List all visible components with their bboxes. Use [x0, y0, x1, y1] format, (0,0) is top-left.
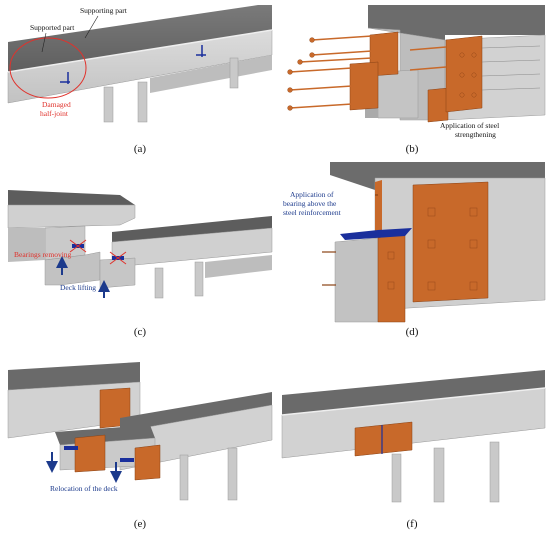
- damage-highlight: [9, 37, 87, 99]
- steel-label-2: strengthening: [455, 130, 496, 139]
- panel-d: Application of bearing above the steel r…: [283, 162, 546, 338]
- lifting-label: Deck lifting: [60, 283, 96, 292]
- panel-c: Bearings removing Deck lifting (c): [7, 190, 273, 338]
- panel-f: (f): [281, 370, 546, 530]
- block-b: [377, 69, 419, 119]
- panel-a: Supporting part Supported part Damaged h…: [7, 5, 273, 155]
- caption-d: (d): [406, 326, 419, 338]
- steel-plate-b3: [427, 87, 449, 123]
- bearings-label: Bearings removing: [14, 250, 72, 259]
- relocation-label: Relocation of the deck: [50, 484, 118, 493]
- bearing-label-2: bearing above the: [283, 199, 337, 208]
- supported-part-label: Supported part: [30, 23, 75, 32]
- bearing-plate-d: [340, 228, 412, 240]
- deck-top-c1: [8, 190, 135, 205]
- pier-a2: [137, 81, 148, 123]
- caption-b: (b): [406, 143, 419, 155]
- bearing-removed-marks: [69, 239, 127, 265]
- pier-a1: [103, 86, 114, 123]
- bearing-label-1: Application of: [290, 190, 334, 199]
- panel-b: Application of steel strengthening (b): [287, 5, 546, 155]
- damaged-label-2: half-joint: [40, 109, 69, 118]
- steel-label-1: Application of steel: [440, 121, 499, 130]
- steel-plate-f: [354, 421, 413, 457]
- anchor-bars-b: [289, 35, 447, 109]
- deck-top-b: [368, 5, 545, 40]
- panel-e: Relocation of the deck (e): [7, 362, 273, 530]
- caption-c: (c): [134, 326, 147, 338]
- caption-e: (e): [134, 518, 147, 530]
- damaged-label-1: Damaged: [42, 100, 71, 109]
- supporting-part-label: Supporting part: [80, 6, 128, 15]
- deck-top-c2: [112, 216, 272, 242]
- caption-a: (a): [134, 143, 147, 155]
- deck-top-a: [8, 5, 272, 72]
- pier-f2: [433, 447, 445, 503]
- steel-plate-b2: [349, 61, 379, 111]
- support-block-d: [334, 237, 379, 323]
- caption-f: (f): [407, 518, 418, 530]
- bearing-label-3: steel reinforcement: [283, 208, 342, 217]
- pier-f1: [391, 453, 402, 503]
